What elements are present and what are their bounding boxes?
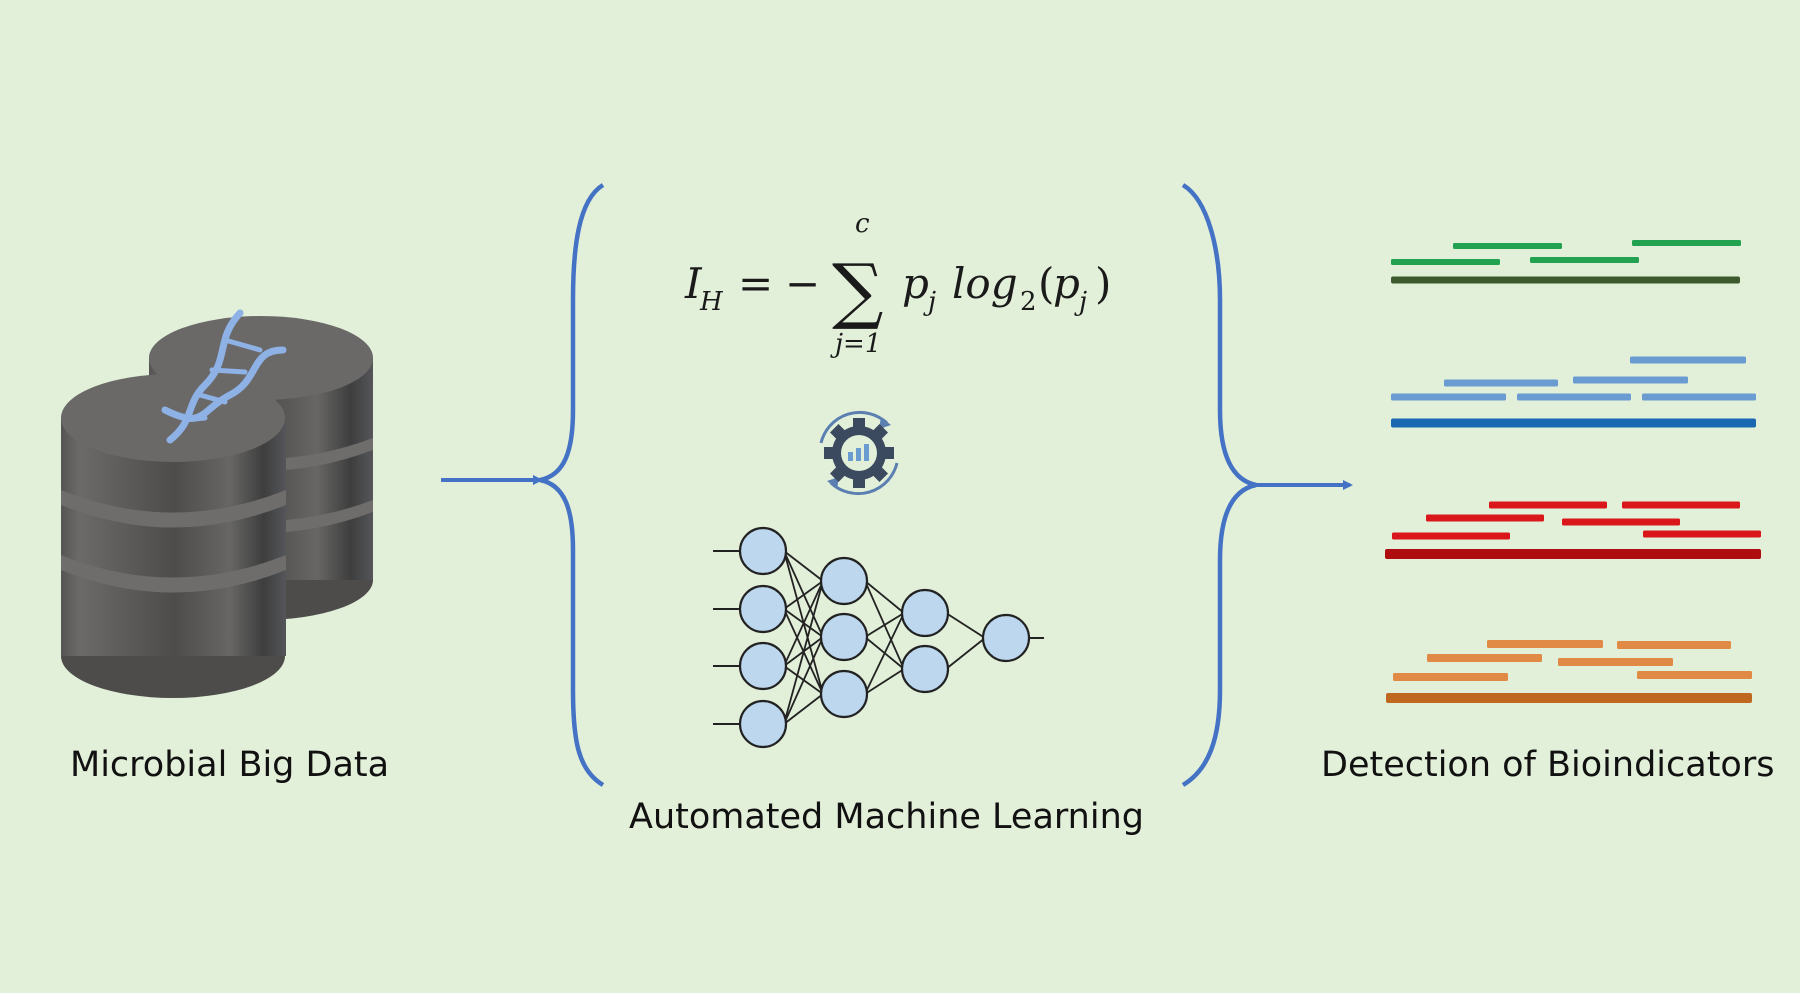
nn-edge: [783, 550, 824, 582]
formula-sum-lower: j=1: [830, 329, 881, 359]
nn-node: [900, 644, 950, 694]
read-bar: [1392, 532, 1510, 540]
nn-node: [819, 612, 869, 662]
formula-paren-open: (: [1038, 259, 1054, 308]
reference-bar: [1391, 418, 1756, 428]
nn-edge: [783, 580, 824, 725]
nn-edge: [783, 580, 824, 667]
reference-bar: [1386, 693, 1752, 703]
nn-edge: [783, 580, 824, 610]
left-brace: [539, 183, 605, 787]
nn-node: [900, 588, 950, 638]
nn-node: [738, 526, 788, 576]
alignment-group-red: [1385, 501, 1761, 559]
dna-icon: [161, 309, 287, 444]
read-bar: [1558, 658, 1673, 666]
database-dna-icon: [61, 309, 373, 698]
alignment-group-green: [1391, 240, 1741, 284]
reference-bar: [1385, 549, 1761, 559]
gear-chart-cycle-icon: [819, 410, 899, 496]
read-bar: [1487, 640, 1603, 648]
nn-node: [819, 669, 869, 719]
read-bar: [1562, 518, 1680, 526]
read-bar: [1391, 259, 1500, 265]
formula-p2: p: [1053, 259, 1080, 308]
bioindicator-alignments: [1385, 240, 1761, 703]
formula-minus: −: [785, 259, 820, 308]
nn-edge: [864, 612, 905, 695]
nn-edge: [783, 636, 824, 725]
nn-edge: [864, 580, 905, 614]
read-bar: [1573, 376, 1688, 384]
detection-of-bioindicators-label: Detection of Bioindicators: [1321, 745, 1775, 785]
nn-node: [819, 556, 869, 606]
neural-network-icon: [713, 526, 1044, 749]
nn-edge: [864, 668, 905, 695]
microbial-big-data-label: Microbial Big Data: [70, 745, 390, 785]
nn-edge: [945, 637, 986, 670]
read-bar: [1393, 673, 1508, 681]
read-bar: [1453, 243, 1562, 249]
nn-node: [738, 699, 788, 749]
read-bar: [1632, 240, 1741, 246]
read-bar: [1489, 501, 1607, 509]
read-bar: [1444, 379, 1558, 387]
nn-node: [738, 641, 788, 691]
read-bar: [1642, 393, 1756, 401]
formula-p: p: [902, 259, 929, 308]
formula-lhs-sub: H: [699, 287, 724, 317]
formula-log-sub: 2: [1020, 287, 1037, 317]
read-bar: [1630, 356, 1746, 364]
formula-sum-upper: c: [855, 209, 870, 239]
read-bar: [1637, 671, 1752, 679]
reference-bar: [1391, 276, 1740, 284]
read-bar: [1517, 393, 1631, 401]
read-bar: [1391, 393, 1506, 401]
formula-paren-close: ): [1095, 259, 1111, 308]
read-bar: [1530, 257, 1639, 263]
database-cylinder-front: [61, 374, 286, 698]
formula-log: log: [952, 259, 1018, 308]
read-bar: [1622, 501, 1740, 509]
nn-edge: [864, 612, 905, 638]
read-bar: [1617, 641, 1731, 649]
alignment-group-orange: [1386, 640, 1752, 703]
automated-machine-learning-label: Automated Machine Learning: [629, 797, 1144, 837]
read-bar: [1643, 530, 1761, 538]
formula-equals: =: [738, 259, 773, 308]
read-bar: [1426, 514, 1544, 522]
alignment-group-blue: [1391, 356, 1756, 428]
nn-node: [981, 613, 1031, 663]
nn-edge: [945, 612, 986, 639]
right-brace: [1181, 183, 1257, 787]
shannon-entropy-formula: I H = − ∑ c j=1 p j log 2 ( p j ): [684, 209, 1111, 359]
formula-sum: ∑: [832, 248, 883, 332]
nn-node: [738, 584, 788, 634]
formula-lhs: I: [684, 259, 703, 308]
nn-edge: [783, 693, 824, 725]
read-bar: [1427, 654, 1542, 662]
